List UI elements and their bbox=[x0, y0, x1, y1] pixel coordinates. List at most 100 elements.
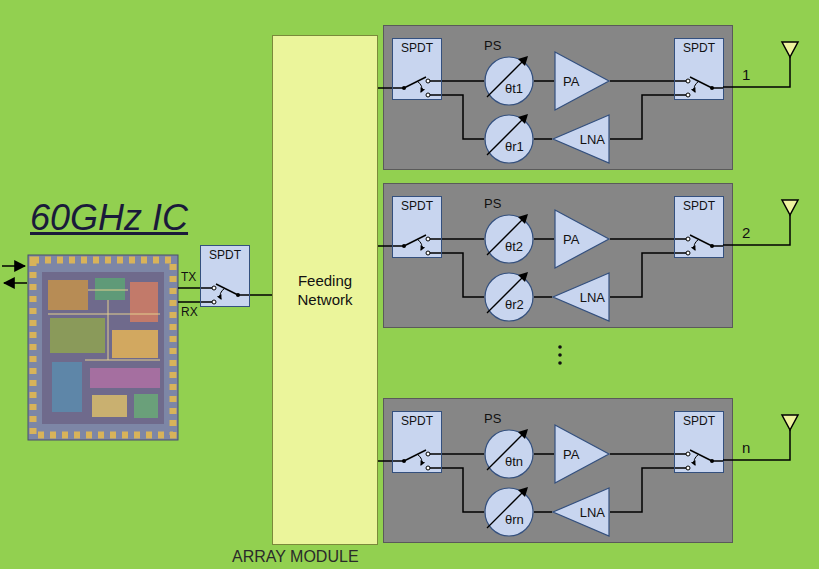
amplifier-label: PA bbox=[563, 447, 579, 462]
antenna-feed bbox=[723, 42, 798, 460]
label-holder: n bbox=[742, 439, 750, 457]
signal-wire bbox=[250, 294, 272, 296]
signal-wire bbox=[534, 296, 552, 298]
callout-number: n bbox=[742, 439, 750, 457]
phase-shifter-circle bbox=[484, 429, 534, 479]
phase-shifter-label: θr2 bbox=[505, 298, 555, 312]
spdt-switch: SPDT bbox=[674, 196, 724, 258]
signal-wire bbox=[378, 87, 392, 89]
amplifier-label: LNA bbox=[580, 132, 605, 147]
phase-shifter: θrn bbox=[484, 487, 534, 537]
switch-label: SPDT bbox=[683, 41, 715, 55]
low-noise-amplifier: LNA bbox=[552, 272, 610, 322]
feeding-network: Feeding Network bbox=[272, 35, 378, 545]
input-arrow bbox=[2, 265, 25, 267]
channel-panel: SPDTPSθtnPASPDTθrnLNA bbox=[383, 398, 733, 543]
amplifier-triangle bbox=[554, 424, 610, 484]
phase-shifter-label: θt2 bbox=[505, 240, 555, 254]
callout-number: 2 bbox=[742, 224, 750, 242]
phase-shifter-circle bbox=[484, 114, 534, 164]
amplifier-label: LNA bbox=[580, 290, 605, 305]
switch-symbol bbox=[675, 214, 723, 258]
spdt-switch: SPDT bbox=[674, 411, 724, 473]
amplifier-label: PA bbox=[563, 74, 579, 89]
phase-shifter-label: PS bbox=[484, 197, 534, 211]
switch-symbol bbox=[393, 56, 441, 100]
signal-wire bbox=[610, 453, 674, 455]
signal-name: TX bbox=[181, 270, 196, 284]
phase-shifter: θr1 bbox=[484, 114, 534, 164]
spdt-switch: SPDT bbox=[674, 38, 724, 100]
signal-wire bbox=[442, 453, 484, 455]
signal-wire bbox=[534, 80, 554, 82]
label-holder: 1 bbox=[742, 66, 750, 84]
channel-panel: SPDTPSθt2PASPDTθr2LNA bbox=[383, 183, 733, 328]
signal-wire bbox=[442, 468, 484, 512]
phase-shifter: θr2 bbox=[484, 272, 534, 322]
signal-wire bbox=[534, 238, 554, 240]
ellipsis-dots bbox=[558, 345, 562, 365]
switch-label: SPDT bbox=[683, 199, 715, 213]
phase-shifter-label: PS bbox=[484, 39, 534, 53]
signal-wire bbox=[378, 460, 392, 462]
signal-name: RX bbox=[181, 305, 198, 319]
label-holder: ARRAY MODULE bbox=[232, 547, 359, 566]
label-holder: TX bbox=[181, 270, 196, 284]
signal-wire bbox=[610, 468, 674, 512]
channel-panel: SPDTPSθt1PASPDTθr1LNA bbox=[383, 25, 733, 170]
phase-shifter-circle bbox=[484, 214, 534, 264]
signal-wire bbox=[534, 138, 552, 140]
callout-number: 1 bbox=[742, 66, 750, 84]
signal-wire bbox=[610, 238, 674, 240]
signal-wire bbox=[442, 95, 484, 139]
switch-label: SPDT bbox=[401, 199, 433, 213]
output-arrow bbox=[4, 282, 27, 284]
power-amplifier: PA bbox=[554, 51, 610, 111]
power-amplifier: PA bbox=[554, 424, 610, 484]
signal-wire bbox=[442, 238, 484, 240]
low-noise-amplifier: LNA bbox=[552, 114, 610, 164]
amplifier-triangle bbox=[554, 51, 610, 111]
tx-rx-wire bbox=[178, 288, 200, 302]
amplifier-triangle bbox=[554, 209, 610, 269]
phase-shifter-label: θr1 bbox=[505, 140, 555, 154]
signal-wire bbox=[610, 80, 674, 82]
switch-label: SPDT bbox=[209, 248, 241, 262]
phase-shifter: PSθt2 bbox=[484, 214, 534, 264]
phase-shifter-label: PS bbox=[484, 412, 534, 426]
switch-label: SPDT bbox=[401, 41, 433, 55]
phase-shifter: PSθt1 bbox=[484, 56, 534, 106]
amplifier-label: PA bbox=[563, 232, 579, 247]
low-noise-amplifier: LNA bbox=[552, 487, 610, 537]
switch-label: SPDT bbox=[683, 414, 715, 428]
switch-symbol bbox=[393, 214, 441, 258]
label-holder: 60GHz IC bbox=[30, 196, 188, 239]
signal-wire bbox=[442, 253, 484, 297]
spdt-switch: SPDT bbox=[200, 245, 250, 307]
phase-shifter-label: θtn bbox=[505, 455, 555, 469]
block-label: Feeding Network bbox=[279, 271, 371, 309]
power-amplifier: PA bbox=[554, 209, 610, 269]
phase-shifter-circle bbox=[484, 487, 534, 537]
signal-wire bbox=[442, 80, 484, 82]
phase-shifter-circle bbox=[484, 272, 534, 322]
signal-wire bbox=[534, 511, 552, 513]
label-holder: 2 bbox=[742, 224, 750, 242]
switch-symbol bbox=[675, 56, 723, 100]
switch-symbol bbox=[675, 429, 723, 473]
ic-die-photo bbox=[28, 255, 178, 440]
signal-wire bbox=[378, 245, 392, 247]
module-name: ARRAY MODULE bbox=[232, 547, 359, 566]
phase-shifter-label: θrn bbox=[505, 513, 555, 527]
chip-title: 60GHz IC bbox=[30, 196, 188, 239]
signal-wire bbox=[534, 453, 554, 455]
label-holder: RX bbox=[181, 305, 198, 319]
spdt-switch: SPDT bbox=[392, 38, 442, 100]
phase-shifter-label: θt1 bbox=[505, 82, 555, 96]
signal-wire bbox=[610, 95, 674, 139]
switch-symbol bbox=[201, 263, 249, 307]
